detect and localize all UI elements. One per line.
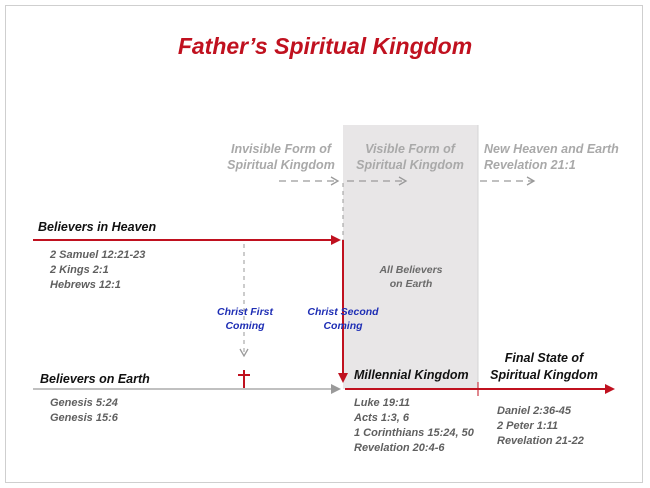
- invisible-form-header: Invisible Form of Spiritual Kingdom: [222, 141, 340, 173]
- visible-kingdom-region: [343, 125, 478, 389]
- visible-form-line2: Spiritual Kingdom: [356, 158, 464, 172]
- all-believers-line2: on Earth: [389, 278, 433, 290]
- final-state-line2: Spiritual Kingdom: [490, 368, 598, 382]
- earth-ref-1: Genesis 5:24: [50, 397, 118, 409]
- heaven-ref-1: 2 Samuel 12:21-23: [50, 249, 146, 261]
- visible-form-line1: Visible Form of: [365, 142, 455, 156]
- believers-earth-label: Believers on Earth: [40, 372, 150, 386]
- christ-first-coming-label: Christ First Coming: [210, 305, 280, 333]
- earth-ref-2: Genesis 15:6: [50, 412, 118, 424]
- final-state-refs: Daniel 2:36-45 2 Peter 1:11 Revelation 2…: [497, 404, 584, 449]
- final-ref-2: 2 Peter 1:11: [497, 420, 558, 432]
- believers-earth-refs: Genesis 5:24 Genesis 15:6: [50, 396, 118, 426]
- millennial-ref-1: Luke 19:11: [354, 397, 411, 409]
- new-heaven-line2: Revelation 21:1: [484, 158, 576, 172]
- heaven-ref-2: 2 Kings 2:1: [50, 264, 109, 276]
- believers-heaven-refs: 2 Samuel 12:21-23 2 Kings 2:1 Hebrews 12…: [50, 248, 145, 293]
- final-ref-3: Revelation 21-22: [497, 435, 584, 447]
- final-state-line1: Final State of: [504, 351, 584, 365]
- final-ref-1: Daniel 2:36-45: [497, 405, 571, 417]
- final-state-label: Final State of Spiritual Kingdom: [486, 350, 602, 384]
- invisible-form-line2: Spiritual Kingdom: [227, 158, 335, 172]
- millennial-refs: Luke 19:11 Acts 1:3, 6 1 Corinthians 15:…: [354, 396, 474, 456]
- christ-second-coming-label: Christ Second Coming: [304, 305, 382, 333]
- heaven-ref-3: Hebrews 12:1: [50, 279, 121, 291]
- christ-first-line2: Coming: [225, 320, 265, 332]
- christ-second-line2: Coming: [323, 320, 363, 332]
- page-title: Father’s Spiritual Kingdom: [177, 33, 473, 59]
- all-believers-line1: All Believers: [379, 264, 443, 276]
- visible-form-header: Visible Form of Spiritual Kingdom: [351, 141, 469, 173]
- christ-second-line1: Christ Second: [307, 306, 379, 318]
- christ-first-line1: Christ First: [216, 306, 273, 318]
- millennial-ref-2: Acts 1:3, 6: [354, 412, 410, 424]
- millennial-ref-3: 1 Corinthians 15:24, 50: [354, 427, 474, 439]
- invisible-form-line1: Invisible Form of: [230, 142, 331, 156]
- new-heaven-header: New Heaven and Earth Revelation 21:1: [484, 141, 634, 173]
- millennial-kingdom-label: Millennial Kingdom: [354, 368, 469, 382]
- millennial-ref-4: Revelation 20:4-6: [354, 442, 445, 454]
- believers-heaven-label: Believers in Heaven: [38, 220, 157, 234]
- diagram-frame: [5, 5, 643, 483]
- new-heaven-line1: New Heaven and Earth: [484, 142, 619, 156]
- all-believers-label: All Believers on Earth: [367, 263, 455, 291]
- cross-icon: [238, 370, 250, 388]
